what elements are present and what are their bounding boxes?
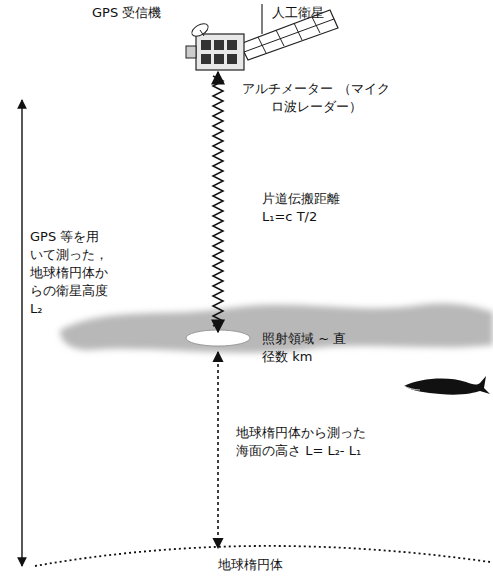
quantity-label: 片道伝搬距離 L₁=c T/2 [262,190,354,226]
quantity-label: GPS 等を用いて測った，地球楕円体からの衛星高度 L₂ [30,228,108,318]
satellite-body [196,34,244,70]
antenna [261,4,263,34]
note-label: 照射領域 ~ 直径数 km [262,330,352,366]
side-module [186,46,196,58]
body-panel [214,54,224,64]
body-panel [227,40,237,50]
height-arrow [21,100,22,566]
part-label: 地球楕円体 [215,556,286,574]
body-panel [214,40,224,50]
dish-arm [200,30,204,36]
body-panel [227,54,237,64]
quantity-label: 地球楕円体から測った 海面の高さ L= L₂- L₁ [236,424,374,460]
body-panel [201,54,211,64]
footprint [186,330,250,346]
gps-dish [190,21,211,39]
sea-height-arrow [217,352,219,548]
wave-head [217,72,219,82]
wave-zigzag [213,76,223,326]
part-label: 人工衛星 [272,4,362,22]
whale-mouth [404,386,420,390]
part-label: アルチメーター （マイクロ波レーダー） [238,80,394,116]
part-label: GPS 受信機 [92,4,192,22]
panel-line [244,19,334,52]
radar-wave [213,72,223,332]
wave-head [217,320,219,332]
body-panel [201,40,211,50]
whale [404,376,490,395]
